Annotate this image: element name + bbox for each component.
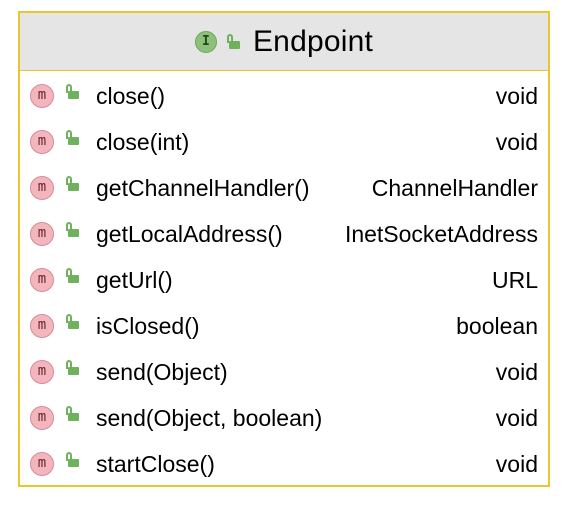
public-lock-icon <box>66 314 80 330</box>
return-type: void <box>495 450 538 477</box>
method-name: getLocalAddress() <box>96 220 283 247</box>
method-row[interactable]: m getChannelHandler() ChannelHandler <box>20 165 548 211</box>
method-icon: m <box>30 452 54 476</box>
method-row[interactable]: m startClose() void <box>20 441 548 487</box>
method-row[interactable]: m send(Object) void <box>20 349 548 395</box>
method-name: isClosed() <box>96 312 200 339</box>
public-lock-icon <box>66 406 80 422</box>
method-icon: m <box>30 84 54 108</box>
method-row[interactable]: m isClosed() boolean <box>20 303 548 349</box>
method-row[interactable]: m getLocalAddress() InetSocketAddress <box>20 211 548 257</box>
return-type: void <box>495 82 538 109</box>
interface-header: I Endpoint <box>20 13 548 71</box>
return-type: void <box>495 358 538 385</box>
return-type: InetSocketAddress <box>344 220 538 247</box>
public-lock-icon <box>66 130 80 146</box>
method-list: m close() void m close(int) void m getCh… <box>20 71 548 487</box>
public-lock-icon <box>66 176 80 192</box>
method-name: getUrl() <box>96 266 173 293</box>
uml-interface-box[interactable]: I Endpoint m close() void m close(int) v… <box>18 11 550 487</box>
method-icon: m <box>30 176 54 200</box>
method-name: getChannelHandler() <box>96 174 310 201</box>
method-icon: m <box>30 130 54 154</box>
method-icon: m <box>30 268 54 292</box>
interface-name: Endpoint <box>252 24 374 58</box>
method-icon: m <box>30 222 54 246</box>
return-type: URL <box>491 266 538 293</box>
public-lock-icon <box>226 33 241 50</box>
method-name: startClose() <box>96 450 215 477</box>
public-lock-icon <box>66 452 80 468</box>
method-row[interactable]: m close(int) void <box>20 119 548 165</box>
method-row[interactable]: m close() void <box>20 73 548 119</box>
method-icon: m <box>30 406 54 430</box>
return-type: void <box>495 128 538 155</box>
public-lock-icon <box>66 360 80 376</box>
public-lock-icon <box>66 222 80 238</box>
public-lock-icon <box>66 84 80 100</box>
interface-icon: I <box>194 30 217 53</box>
method-icon: m <box>30 360 54 384</box>
method-name: send(Object, boolean) <box>96 404 323 431</box>
return-type: ChannelHandler <box>371 174 538 201</box>
method-name: close(int) <box>96 128 190 155</box>
return-type: boolean <box>456 312 538 339</box>
public-lock-icon <box>66 268 80 284</box>
method-name: close() <box>96 82 166 109</box>
method-row[interactable]: m send(Object, boolean) void <box>20 395 548 441</box>
return-type: void <box>495 404 538 431</box>
method-icon: m <box>30 314 54 338</box>
method-row[interactable]: m getUrl() URL <box>20 257 548 303</box>
method-name: send(Object) <box>96 358 228 385</box>
